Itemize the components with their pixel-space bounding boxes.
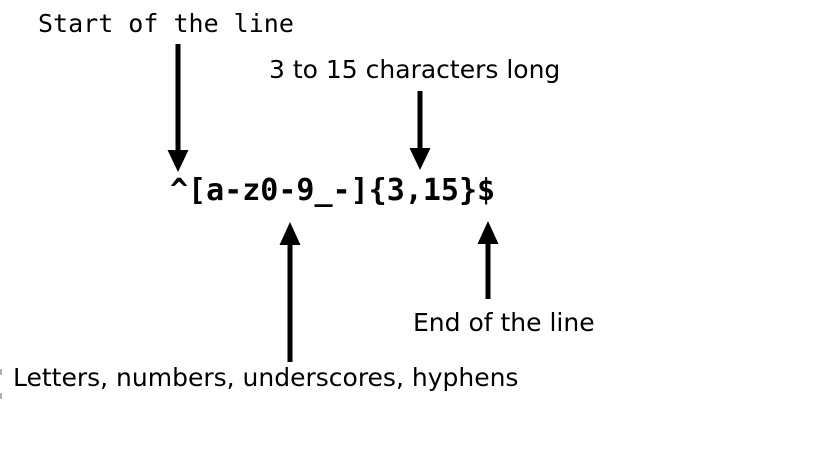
arrow-end-anchor-icon — [477, 221, 499, 299]
left-edge-clipped-glyph-artifact — [0, 369, 2, 375]
arrow-quantifier-icon — [409, 91, 431, 170]
label-start-of-line: Start of the line — [38, 9, 294, 38]
label-character-class: Letters, numbers, underscores, hyphens — [13, 363, 519, 392]
label-quantifier: 3 to 15 characters long — [269, 55, 561, 84]
arrow-start-anchor-icon — [167, 44, 189, 172]
arrow-character-class-icon — [279, 222, 301, 362]
regex-pattern: ^[a-z0-9_-]{3,15}$ — [170, 173, 496, 208]
left-edge-clipped-glyph-artifact — [0, 393, 2, 399]
label-end-of-line: End of the line — [413, 308, 595, 337]
